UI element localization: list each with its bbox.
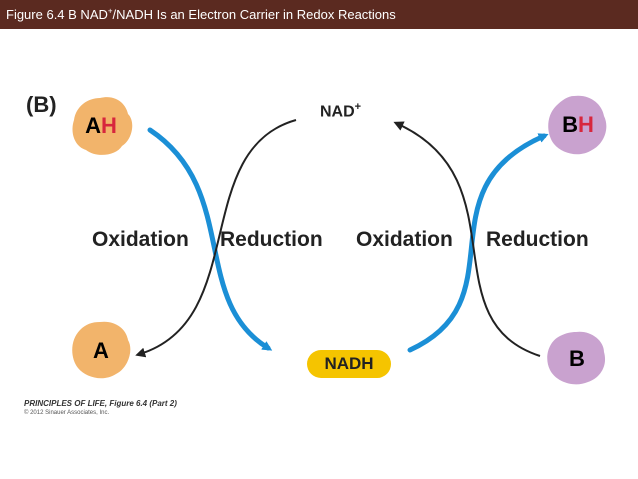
title-suffix: /NADH Is an Electron Carrier in Redox Re… xyxy=(112,7,396,22)
molecule-ah-h: H xyxy=(101,113,117,138)
molecule-a: A xyxy=(71,340,131,362)
black-arrow-nad-to-a xyxy=(135,119,297,358)
nad-sup: + xyxy=(354,101,362,113)
molecule-bh-h: H xyxy=(578,112,594,137)
bh-blob xyxy=(548,95,607,155)
molecule-a-base: A xyxy=(93,338,109,363)
b-blob xyxy=(547,331,606,385)
figure-credit: PRINCIPLES OF LIFE, Figure 6.4 (Part 2) xyxy=(24,399,177,408)
label-reduction-left: Reduction xyxy=(220,228,323,251)
panel-label: (B) xyxy=(26,92,57,117)
molecule-ah: AH xyxy=(71,115,131,137)
molecule-bh: BH xyxy=(548,114,608,136)
nad-base: NAD xyxy=(320,103,355,121)
title-bar: Figure 6.4 B NAD+/NADH Is an Electron Ca… xyxy=(0,0,638,29)
blue-arrow-nadh-to-bh xyxy=(407,133,549,353)
a-blob xyxy=(72,321,131,379)
blue-arrow-ah-to-nadh xyxy=(147,127,273,351)
ah-blob xyxy=(72,97,133,155)
copyright: © 2012 Sinauer Associates, Inc. xyxy=(24,410,110,416)
molecule-b-base: B xyxy=(569,346,585,371)
molecule-b: B xyxy=(547,348,607,370)
black-arrow-b-to-nad xyxy=(393,121,541,357)
title-prefix: Figure 6.4 B NAD xyxy=(6,7,108,22)
label-oxidation-left: Oxidation xyxy=(92,228,189,251)
title-superscript: + xyxy=(107,6,113,16)
label-reduction-right: Reduction xyxy=(486,228,589,251)
molecule-bh-base: B xyxy=(562,112,578,137)
molecule-nadh: NADH xyxy=(307,350,391,378)
label-oxidation-right: Oxidation xyxy=(356,228,453,251)
molecule-nad-plus: NAD+ xyxy=(320,101,361,121)
molecule-ah-base: A xyxy=(85,113,101,138)
